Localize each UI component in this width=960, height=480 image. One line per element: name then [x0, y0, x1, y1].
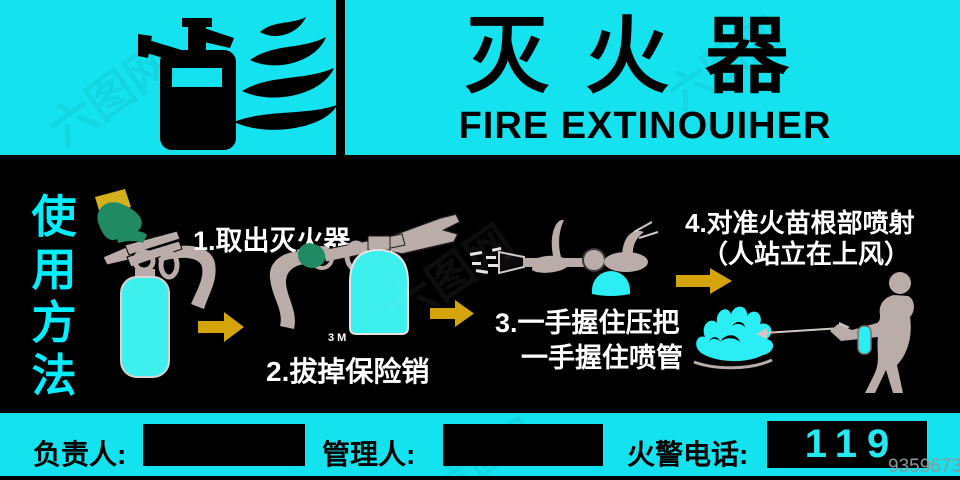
step3-hold-nozzle-illustration — [469, 219, 659, 296]
bottom-edge — [0, 476, 960, 480]
step-arrow-1 — [198, 312, 244, 342]
usage-char-3: 方 — [31, 297, 77, 348]
usage-char-4: 法 — [31, 350, 77, 401]
fire-extinguisher-with-flames-icon — [138, 17, 337, 150]
step2-label: 2.拔掉保险销 — [266, 356, 430, 387]
manager-label: 管理人: — [322, 439, 416, 470]
flame-illustration — [693, 306, 774, 370]
step3-label-line2: 一手握住喷管 — [521, 343, 683, 373]
step-arrow-2 — [430, 300, 474, 327]
fire-phone-number: 119 — [804, 422, 900, 466]
step2-tank-note: 3M — [328, 332, 350, 344]
fire-phone-label: 火警电话: — [627, 439, 749, 470]
manager-blank — [443, 424, 603, 466]
step2-pull-pin-illustration — [269, 213, 462, 335]
sign-subtitle: FIRE EXTINOUIHER — [458, 105, 832, 147]
fire-phone-box: 119 — [767, 421, 927, 468]
usage-char-1: 使 — [31, 191, 77, 242]
usage-method-label: 使 用 方 法 — [22, 190, 86, 402]
usage-char-2: 用 — [31, 244, 77, 295]
step3-label-line1: 3.一手握住压把 — [495, 308, 680, 338]
header-divider — [336, 0, 345, 155]
step4-label-line2: （人站立在上风） — [702, 239, 911, 269]
sign-title: 灭火器 — [464, 9, 825, 103]
responsible-person-label: 负责人: — [33, 439, 127, 470]
person-illustration — [830, 272, 914, 393]
step-arrow-3 — [676, 268, 732, 294]
responsible-person-blank — [143, 424, 305, 466]
step1-extinguisher-illustration — [95, 189, 216, 378]
step4-label-line1: 4.对准火苗根部喷射 — [685, 208, 915, 238]
watermark-id: 9359673 — [888, 456, 960, 477]
